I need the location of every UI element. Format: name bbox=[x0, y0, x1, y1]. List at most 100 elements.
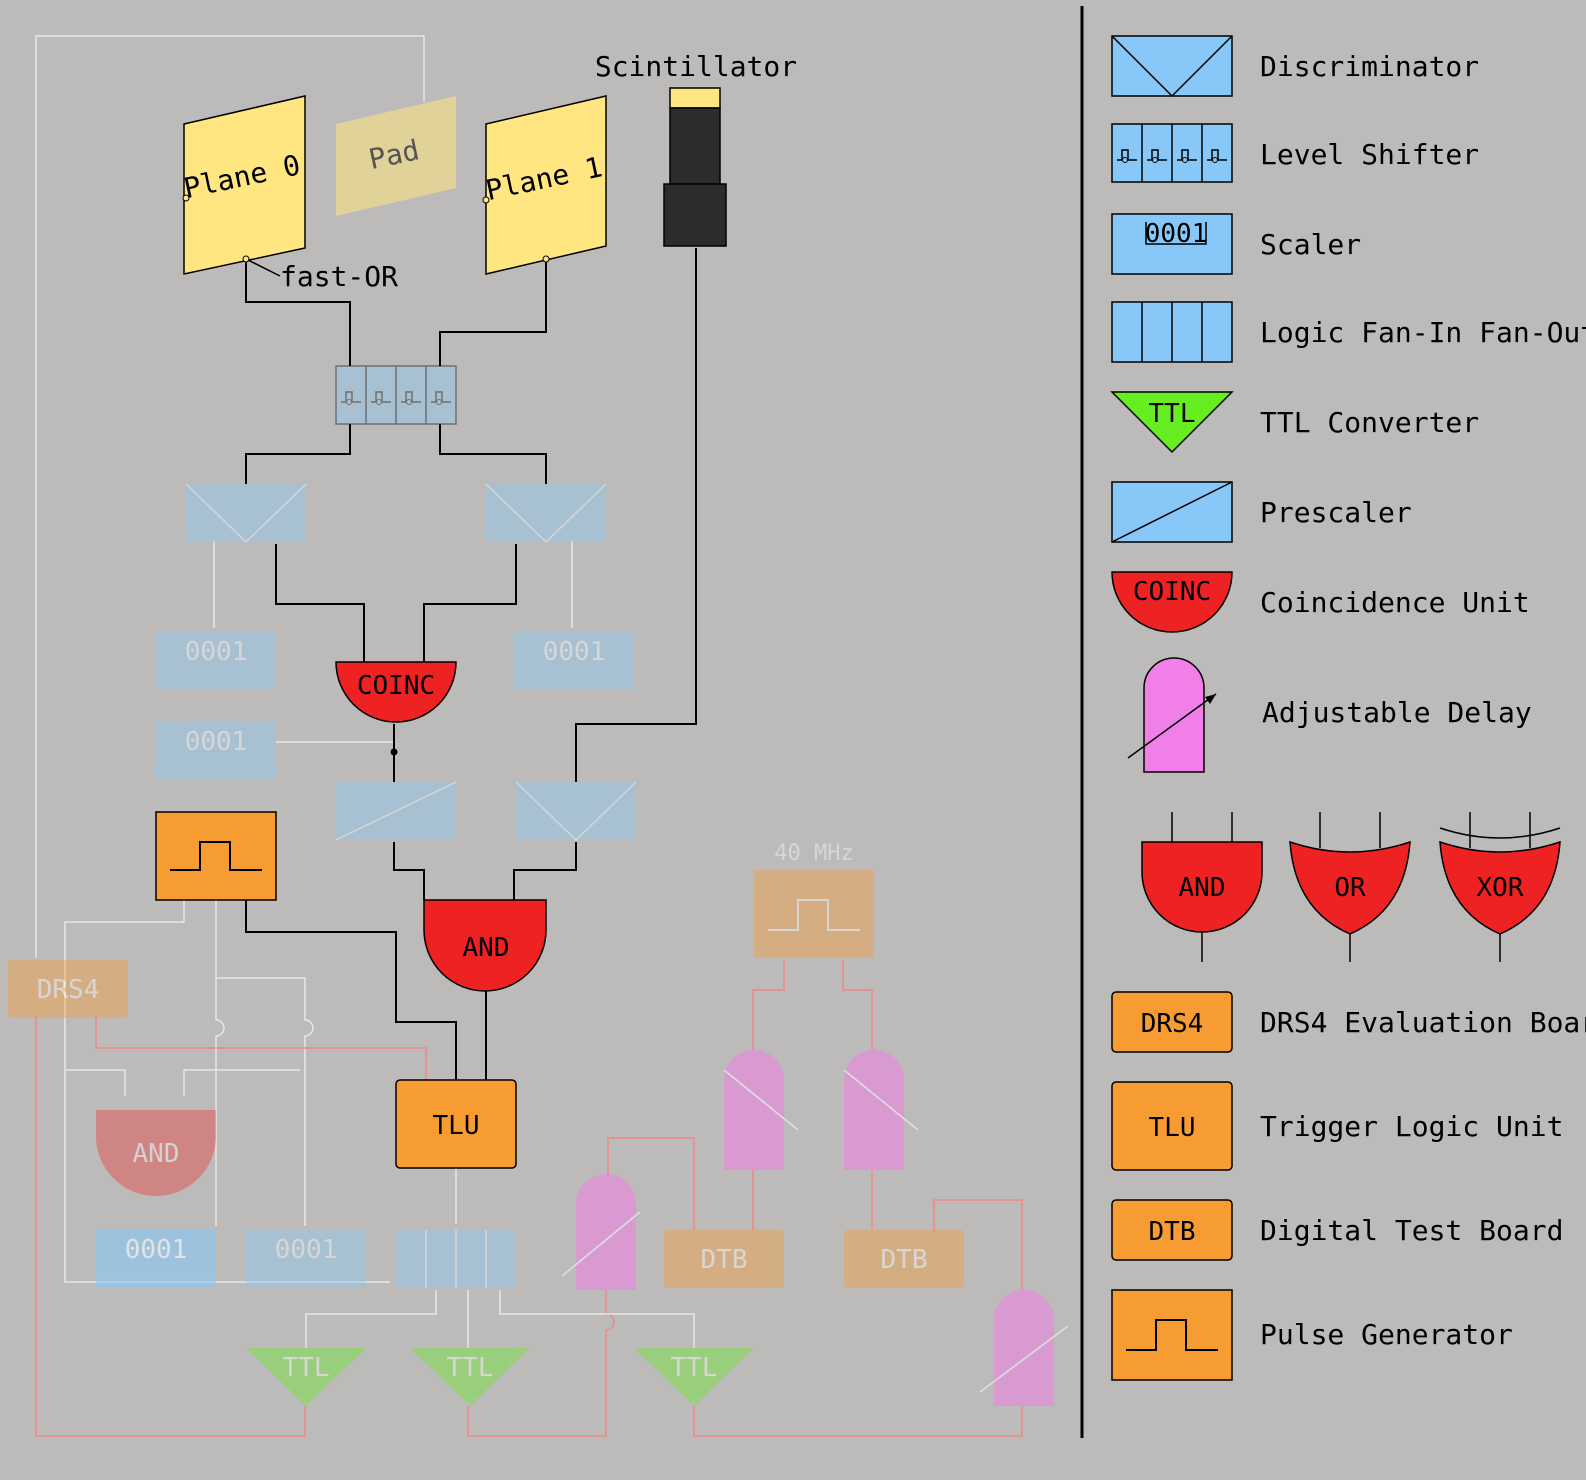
dtb-b-label: DTB bbox=[881, 1245, 928, 1275]
legend-label-prescaler: Prescaler bbox=[1260, 496, 1412, 529]
and-faded-label: AND bbox=[133, 1139, 180, 1169]
plane-1: Plane 1 bbox=[482, 95, 607, 275]
legend-item-dtb: DTB Digital Test Board bbox=[1111, 1199, 1563, 1261]
legend-label-tlu: Trigger Logic Unit bbox=[1260, 1110, 1563, 1143]
coinc-label: COINC bbox=[357, 671, 435, 701]
faded-wiring-red bbox=[35, 960, 1023, 1437]
trigger-logic-unit: TLU bbox=[395, 1079, 517, 1169]
logic-fan bbox=[396, 1230, 516, 1288]
legend-label-logic-fan: Logic Fan-In Fan-Out bbox=[1260, 316, 1586, 349]
logic-fan-icon bbox=[1111, 301, 1233, 363]
scaler-1-value: 0001 bbox=[185, 637, 248, 667]
dtb-b: DTB bbox=[844, 1230, 964, 1288]
or-gate-icon: OR bbox=[1289, 812, 1411, 962]
legend: Discriminator Level Shifter 0001 Scaler bbox=[1110, 35, 1586, 1381]
xor-icon-text: XOR bbox=[1477, 873, 1524, 903]
level-shifter bbox=[335, 365, 457, 425]
legend-item-logic-fan: Logic Fan-In Fan-Out bbox=[1111, 301, 1586, 363]
scaler-5-value: 0001 bbox=[275, 1235, 338, 1265]
legend-label-adjustable-delay: Adjustable Delay bbox=[1262, 696, 1532, 729]
legend-label-dtb: Digital Test Board bbox=[1260, 1214, 1563, 1247]
adjustable-delay-2 bbox=[843, 1050, 919, 1170]
coincidence-icon: COINC bbox=[1111, 571, 1233, 633]
discriminator-right bbox=[485, 483, 607, 544]
dtb-icon: DTB bbox=[1111, 1199, 1233, 1261]
pad-sensor: Pad bbox=[336, 96, 456, 216]
scaler-icon-text: 0001 bbox=[1145, 219, 1208, 249]
scaler-1: 0001 bbox=[156, 632, 276, 690]
and-icon-text: AND bbox=[1179, 873, 1226, 903]
and-gate-icon: AND bbox=[1141, 812, 1263, 962]
coincidence-unit: COINC bbox=[335, 661, 457, 723]
scaler-4: 0001 bbox=[96, 1230, 216, 1288]
clock-generator: 40 MHz bbox=[754, 841, 874, 958]
discriminator-icon bbox=[1111, 35, 1233, 98]
dtb-a: DTB bbox=[664, 1230, 784, 1288]
clock-label: 40 MHz bbox=[774, 841, 853, 866]
ttl-feed-wires bbox=[305, 1290, 695, 1348]
scaler-2: 0001 bbox=[514, 632, 634, 690]
xor-gate-icon: XOR bbox=[1439, 812, 1561, 962]
legend-item-prescaler: Prescaler bbox=[1111, 481, 1412, 543]
ttl-converter-b: TTL bbox=[410, 1348, 530, 1406]
legend-label-coincidence: Coincidence Unit bbox=[1260, 586, 1530, 619]
dtb-icon-text: DTB bbox=[1149, 1217, 1196, 1247]
legend-item-pulse-generator: Pulse Generator bbox=[1111, 1289, 1513, 1381]
tlu-icon: TLU bbox=[1111, 1081, 1233, 1171]
drs4-board: DRS4 bbox=[8, 960, 128, 1018]
legend-item-tlu: TLU Trigger Logic Unit bbox=[1111, 1081, 1563, 1171]
scaler-2-value: 0001 bbox=[543, 637, 606, 667]
drs4-icon-text: DRS4 bbox=[1141, 1009, 1204, 1039]
scaler-3: 0001 bbox=[156, 722, 276, 780]
coinc-icon-text: COINC bbox=[1133, 577, 1211, 607]
ttl-b-label: TTL bbox=[447, 1353, 494, 1383]
legend-label-scaler: Scaler bbox=[1260, 228, 1361, 261]
dtb-a-label: DTB bbox=[701, 1245, 748, 1275]
pulse-generator bbox=[155, 811, 277, 901]
adjustable-delay-4 bbox=[979, 1290, 1069, 1406]
adjustable-delay-3 bbox=[561, 1174, 641, 1290]
scaler-icon: 0001 bbox=[1111, 213, 1233, 275]
legend-label-pulse-generator: Pulse Generator bbox=[1260, 1318, 1513, 1351]
pad-readout-wire bbox=[35, 35, 425, 958]
plane-0: Plane 0 bbox=[181, 95, 306, 275]
legend-item-scaler: 0001 Scaler bbox=[1111, 213, 1361, 275]
legend-item-ttl-converter: TTL TTL Converter bbox=[1110, 391, 1479, 454]
legend-gates: AND OR XOR bbox=[1141, 812, 1561, 962]
tlu-label: TLU bbox=[433, 1111, 480, 1141]
scaler-3-value: 0001 bbox=[185, 727, 248, 757]
and-gate-faded: AND bbox=[96, 1110, 216, 1196]
tlu-icon-text: TLU bbox=[1149, 1113, 1196, 1143]
adjustable-delay-1 bbox=[723, 1050, 799, 1170]
level-shifter-icon bbox=[1111, 123, 1233, 183]
or-icon-text: OR bbox=[1334, 873, 1366, 903]
legend-label-ttl-converter: TTL Converter bbox=[1260, 406, 1479, 439]
pulse-generator-icon bbox=[1111, 1289, 1233, 1381]
discriminator-scintillator bbox=[515, 781, 637, 842]
scintillator-label: Scintillator bbox=[595, 50, 797, 83]
legend-label-level-shifter: Level Shifter bbox=[1260, 138, 1479, 171]
legend-item-coincidence: COINC Coincidence Unit bbox=[1111, 571, 1530, 633]
and-gate-main: AND bbox=[423, 899, 547, 992]
legend-label-drs4: DRS4 Evaluation Board bbox=[1260, 1006, 1586, 1039]
ttl-converter-c: TTL bbox=[634, 1348, 754, 1406]
adjustable-delay-icon bbox=[1127, 657, 1217, 773]
ttl-c-label: TTL bbox=[671, 1353, 718, 1383]
prescaler bbox=[335, 781, 457, 841]
legend-item-drs4: DRS4 DRS4 Evaluation Board bbox=[1111, 991, 1586, 1053]
fast-or-label: fast-OR bbox=[280, 260, 398, 293]
drs4-icon: DRS4 bbox=[1111, 991, 1233, 1053]
ttl-a-label: TTL bbox=[283, 1353, 330, 1383]
scaler-4-value: 0001 bbox=[125, 1235, 188, 1265]
legend-label-discriminator: Discriminator bbox=[1260, 50, 1479, 83]
signal-wiring bbox=[245, 248, 697, 1080]
legend-item-discriminator: Discriminator bbox=[1111, 35, 1479, 98]
and-main-label: AND bbox=[463, 933, 510, 963]
prescaler-icon bbox=[1111, 481, 1233, 543]
discriminator-left bbox=[185, 483, 307, 544]
drs4-label: DRS4 bbox=[37, 975, 100, 1005]
ttl-converter-a: TTL bbox=[246, 1348, 366, 1406]
scaler-5: 0001 bbox=[246, 1230, 366, 1288]
ttl-icon-text: TTL bbox=[1149, 399, 1196, 429]
